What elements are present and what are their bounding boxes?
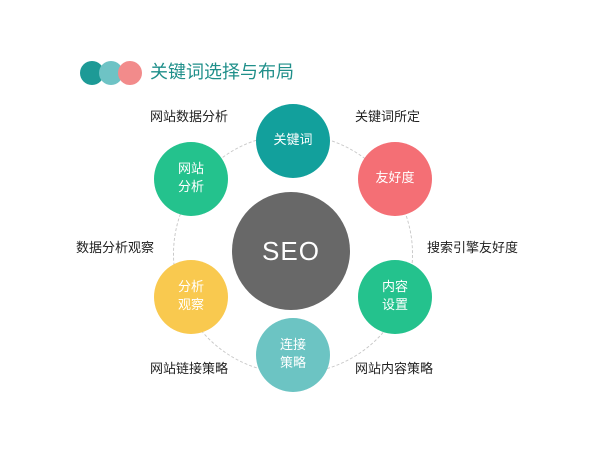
node-content-setting: 内容 设置 <box>358 260 432 334</box>
node-link-strategy-text: 连接 策略 <box>279 338 306 371</box>
header-dots <box>80 61 150 85</box>
label-site-content-strategy: 网站内容策略 <box>355 362 434 377</box>
node-link-strategy: 连接 策略 <box>256 318 330 392</box>
label-keyword-set: 关键词所定 <box>355 110 421 125</box>
node-keyword-text: 关键词 <box>273 133 313 148</box>
seo-center-circle: SEO <box>232 192 350 310</box>
label-site-link-strategy: 网站链接策略 <box>150 362 229 377</box>
node-friendliness-text: 友好度 <box>375 171 415 186</box>
label-search-engine-friendliness: 搜索引擎友好度 <box>427 241 519 256</box>
node-site-analysis: 网站 分析 <box>154 142 228 216</box>
node-keyword: 关键词 <box>256 104 330 178</box>
label-data-analysis-observe: 数据分析观察 <box>76 241 155 256</box>
page-title: 关键词选择与布局 <box>150 62 294 83</box>
node-site-analysis-text: 网站 分析 <box>177 162 204 195</box>
node-analysis-observe-text: 分析 观察 <box>177 280 204 313</box>
node-analysis-observe: 分析 观察 <box>154 260 228 334</box>
header-dot-pink <box>118 61 142 85</box>
node-friendliness: 友好度 <box>358 142 432 216</box>
seo-center-text: SEO <box>262 236 320 266</box>
node-content-setting-text: 内容 设置 <box>381 280 408 313</box>
label-site-data-analysis: 网站数据分析 <box>150 110 229 125</box>
